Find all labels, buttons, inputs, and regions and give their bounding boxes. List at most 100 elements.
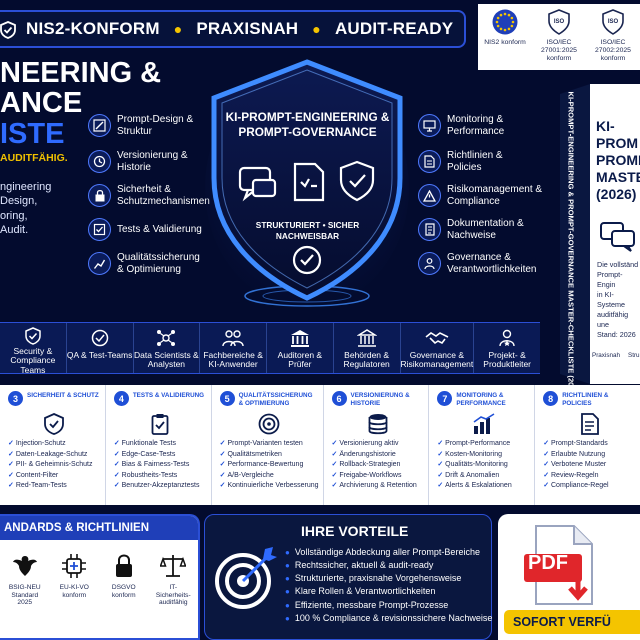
hero-shield: KI-PROMPT-ENGINEERING & PROMPT-GOVERNANC… [205,58,410,313]
category-item: Kosten-Monitoring [437,450,530,461]
feature-label: Sicherheit & Schutzmechanismen [117,184,210,207]
category-number: 7 [437,391,453,406]
category-number: 3 [8,391,23,406]
download-now-button[interactable]: SOFORT VERFÜ [504,610,640,634]
category-item: Qualitätsmetriken [220,450,319,461]
category-item: Freigabe-Workflows [332,471,425,482]
hero-title: NEERING & ANCE ISTE [0,58,161,150]
role-item: Auditoren & Prüfer [267,323,334,373]
certification-badges: NIS2 konform ISO ISO/IEC 27001:2025 konf… [478,4,640,70]
hero-title-line: ISTE [0,117,65,150]
target-icon [215,547,277,609]
shield-check-icon [0,21,16,39]
role-label: Data Scientists & Analysten [134,350,199,370]
standard-item: BSIG-NEU Standard 2025 [5,552,45,607]
category-title: VERSIONIERUNG & HISTORIE [350,392,410,407]
qa-check-icon [91,327,109,349]
role-item: Behörden & Regulatoren [334,323,401,373]
standard-label: BSIG-NEU Standard 2025 [8,584,41,607]
topbar-item: AUDIT-READY [334,19,454,38]
handshake-icon [425,327,449,349]
category-item: Performance-Bewertung [220,460,319,471]
target-icon [220,413,319,437]
box-footer-item: Stru [628,352,640,359]
category-item: Compliance-Regel [543,481,636,492]
monitor-icon [418,114,441,137]
role-item: Fachbereiche & KI-Anwender [200,323,267,373]
feature-label: Qualitätssicherung & Optimierung [117,252,200,275]
lock-icon [88,184,111,207]
network-icon [156,327,176,349]
hero-subtitle: AUDITFÄHIG. [0,152,68,164]
role-label: Auditoren & Prüfer [277,350,323,370]
box-title-line: PROMPT [596,152,640,169]
category-item: Review-Regeln [543,471,636,482]
eu-flag-icon [492,9,518,35]
category-item: Prompt-Performance [437,439,530,450]
category-number: 6 [331,391,347,406]
advantage-item: Klare Rollen & Verantwortlichkeiten [285,585,492,598]
pdf-download-panel: PDF SOFORT VERFÜ [498,514,640,640]
feature-label: Richtlinien & Policies [447,150,503,173]
category-title: TESTS & VALIDIERUNG [132,392,205,399]
category-item: Benutzer-Akzeptanztests [114,481,207,492]
box-title-line: KI-PROM [596,118,638,152]
feature-item: Risikomanagement & Compliance [418,184,547,207]
topbar-item: NIS2-KONFORM [26,19,160,38]
category-item: Bias & Fairness-Tests [114,460,207,471]
standards-panel: ANDARDS & RICHTLINIEN BSIG-NEU Standard … [0,514,200,640]
desc-line: ngineering [0,181,52,193]
feature-item: Richtlinien & Policies [418,150,531,173]
standard-label: EU-KI-VO konform [59,584,89,599]
feature-label: Tests & Validierung [117,223,202,235]
feature-item: Dokumentation & Nachweise [418,218,539,241]
box-spine-text: KI-PROMPT-ENGINEERING & PROMPT-GOVERNANC… [566,91,576,398]
clipboard-icon [114,413,207,437]
advantage-item: Effiziente, messbare Prompt-Prozesse [285,599,492,612]
category-title: RICHTLINIEN & POLICIES [562,392,609,407]
category-item: PII- & Geheimnis-Schutz [8,460,101,471]
advantage-item: Strukturierte, praxisnahe Vorgehensweise [285,572,492,585]
category-item: Kontinuierliche Verbesserung [220,481,318,492]
pdf-file-icon [524,525,593,605]
category-item: Drift & Anomalien [437,471,530,482]
chat-icon [600,222,635,252]
category-item: Qualitäts-Monitoring [437,460,530,471]
separator-dot: ● [312,21,321,37]
category-item: Archivierung & Retention [332,481,425,492]
role-item: Security & Compliance Teams [0,323,67,374]
category-item: Prompt-Varianten testen [220,439,319,450]
role-item: QA & Test-Teams [67,323,134,373]
svg-text:ISO: ISO [608,19,619,25]
category-item: Versionierung aktiv [332,439,425,450]
pdf-label: PDF [528,552,568,574]
standard-label: IT-Sicherheits- auditfähig [155,584,191,607]
bar-chart-icon [437,413,530,437]
topbar-item: PRAXISNAH [196,19,299,38]
feature-item: Tests & Validierung [88,218,205,241]
shield-title: KI-PROMPT-ENGINEERING & PROMPT-GOVERNANC… [225,110,390,140]
advantages-title: IHRE VORTEILE [301,523,409,539]
document-icon [418,150,441,173]
box-footer: Praxisnah Stru [592,352,640,359]
feature-label: Dokumentation & Nachweise [447,218,524,241]
shield-graphic [205,59,409,308]
role-item: Governance & Risikomanagement [401,323,475,373]
category-item: Robustheits-Tests [114,471,207,482]
advantages-panel: IHRE VORTEILE Vollständige Abdeckung all… [204,514,492,640]
feature-label: Risikomanagement & Compliance [447,184,543,207]
role-label: Fachbereiche & KI-Anwender [203,350,263,370]
users-icon [222,327,244,349]
feature-item: Versionierung & Historie [88,150,205,173]
feature-item: Qualitätssicherung & Optimierung [88,252,209,275]
desc-line: oring, [0,209,28,222]
shield-check-icon [25,327,41,345]
feature-item: Sicherheit & Schutzmechanismen [88,184,215,207]
category-item: Funktionale Tests [114,439,207,450]
box-footer-item: Praxisnah [592,352,621,359]
standard-item: DSGVO konform [104,552,144,607]
iso-seal-icon: ISO [602,9,624,35]
